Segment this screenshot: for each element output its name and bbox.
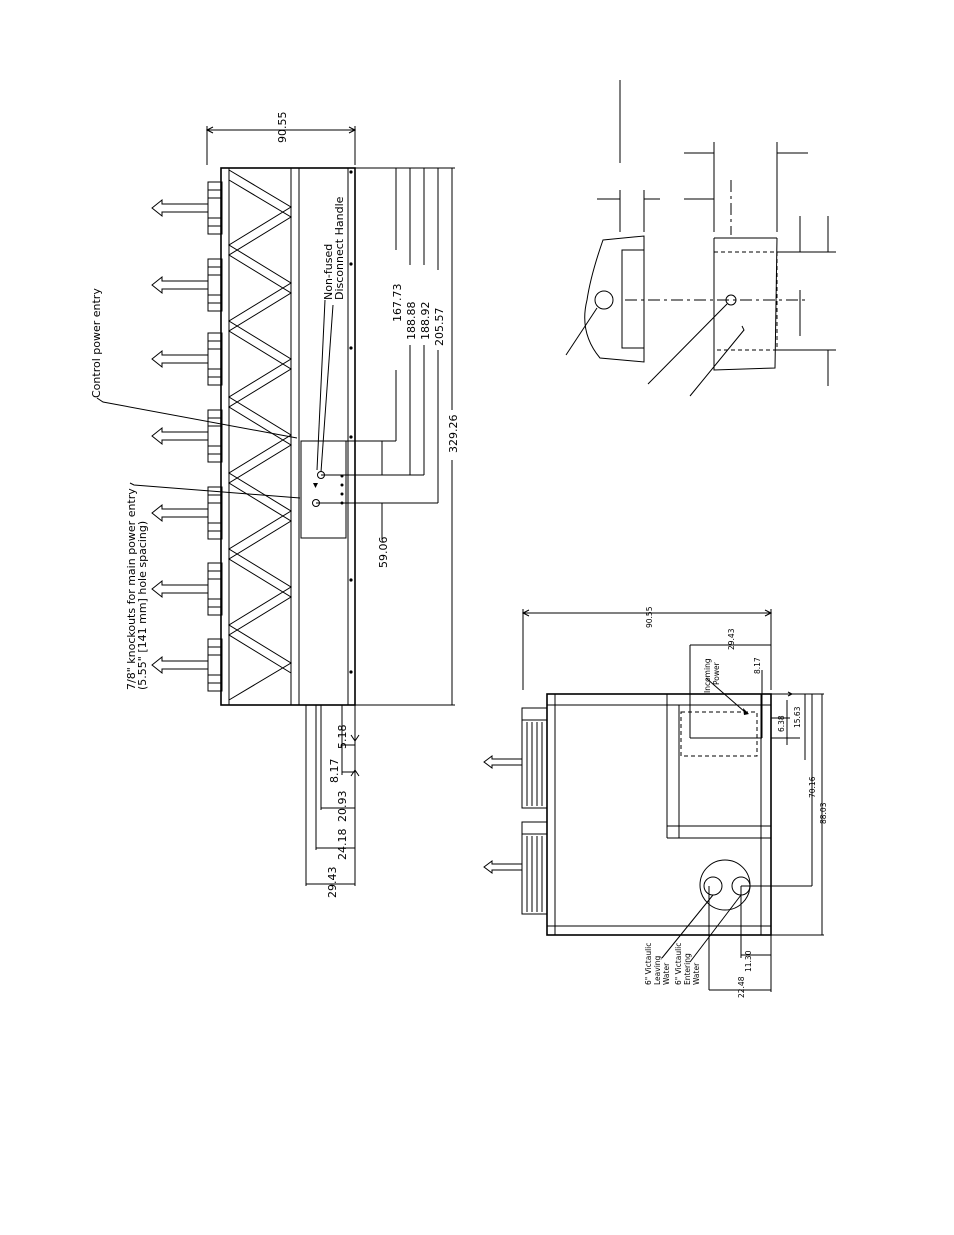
fan-motors <box>151 181 223 692</box>
top-view: 90.55 <box>90 112 460 899</box>
dim-side-11-30: 11.30 <box>744 950 753 972</box>
entering-water-label-2: Entering <box>683 953 692 985</box>
dim-side-8-17: 8.17 <box>753 657 762 674</box>
dim-20-93: 20.93 <box>336 791 349 823</box>
detail-housing <box>584 235 645 363</box>
leaving-water-port <box>703 876 723 896</box>
disconnect-label-1: Non-fused <box>322 244 335 300</box>
entering-water-label-1: 6" Victaulic <box>674 943 683 985</box>
knockouts-label-2: (5.55" [141 mm] hole spacing) <box>136 521 149 690</box>
dim-29-43: 29.43 <box>326 867 339 899</box>
dim-side-29-43: 29.43 <box>727 628 736 650</box>
mounting-dots <box>349 170 353 674</box>
leaving-water-label-2: Leaving <box>653 955 662 985</box>
knockouts-label-1: 7/8" knockouts for main power entry <box>125 488 138 690</box>
incoming-label-1: Incoming <box>703 658 712 693</box>
detail-view <box>565 80 836 397</box>
side-view: 90.55 Incoming <box>483 606 828 998</box>
dim-side-88-03: 88.03 <box>819 802 828 824</box>
side-fan-stacks <box>483 707 548 915</box>
dim-side-6-38: 6.38 <box>777 715 786 732</box>
dim-188-88: 188.88 <box>405 302 418 341</box>
dim-205-57: 205.57 <box>433 308 446 347</box>
leaving-water-label-1: 6" Victaulic <box>644 943 653 985</box>
dim-59-06: 59.06 <box>377 537 390 569</box>
incoming-label-2: Power <box>712 661 721 685</box>
dim-167-73: 167.73 <box>391 284 404 323</box>
dim-24-18: 24.18 <box>336 829 349 861</box>
disconnect-label-2: Disconnect Handle <box>333 196 346 300</box>
unit-body-side <box>546 693 772 936</box>
control-power-entry-label: Control power entry <box>90 288 103 398</box>
detail-port <box>594 290 614 310</box>
leaving-water-label-3: Water <box>662 962 671 985</box>
entering-water-label-3: Water <box>692 962 701 985</box>
unit-body-top <box>220 167 356 706</box>
dim-329-26: 329.26 <box>447 415 460 454</box>
side-width-dim: 90.55 <box>645 606 654 628</box>
dim-side-15-63: 15.63 <box>793 706 802 728</box>
dim-5-18: 5.18 <box>336 725 349 750</box>
dim-8-17: 8.17 <box>328 759 341 784</box>
dim-188-92: 188.92 <box>419 302 432 341</box>
dim-side-22-48: 22.48 <box>737 976 746 998</box>
control-box <box>300 440 347 539</box>
top-width-dim: 90.55 <box>276 112 289 144</box>
incoming-power-box <box>680 711 758 757</box>
coil-zigzag <box>228 169 292 701</box>
